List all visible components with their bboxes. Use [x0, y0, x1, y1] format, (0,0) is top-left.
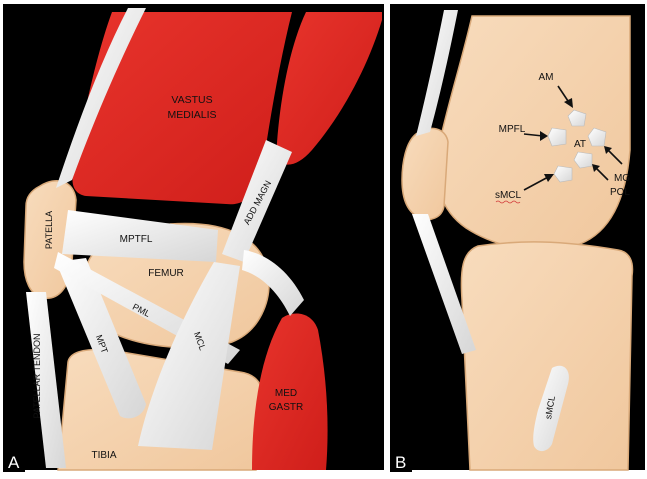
- panel-a: VASTUS MEDIALIS ADD MAGN PATELLA MPTFL F…: [3, 4, 384, 472]
- patellar-tendon-label: PATELLAR TENDON: [32, 333, 42, 418]
- mpfl-attachment: [548, 128, 566, 146]
- tibia-label: TIBIA: [91, 450, 116, 461]
- smcl-label: sMCL: [495, 190, 522, 201]
- med-gastr-label-line1: MED: [275, 388, 297, 399]
- at-label: AT: [574, 139, 586, 150]
- panel-b: AM MPFL AT MG POL sMCL sMCL B: [390, 4, 645, 472]
- med-gastr-label-line2: GASTR: [269, 402, 303, 413]
- patella-label: PATELLA: [44, 211, 54, 249]
- panel-a-letter: A: [8, 453, 20, 472]
- mptfl-label: MPTFL: [120, 234, 153, 245]
- am-label: AM: [539, 72, 554, 83]
- vastus-label-line1: VASTUS: [171, 94, 212, 106]
- femur-label: FEMUR: [148, 268, 184, 279]
- vastus-label-line2: MEDIALIS: [167, 109, 216, 121]
- patella-lateral-view: [402, 128, 448, 219]
- mg-label: MG: [614, 173, 630, 184]
- panel-b-letter: B: [395, 453, 406, 472]
- panel-divider: [384, 0, 390, 474]
- pol-label: POL: [610, 187, 630, 198]
- mpfl-label: MPFL: [499, 124, 526, 135]
